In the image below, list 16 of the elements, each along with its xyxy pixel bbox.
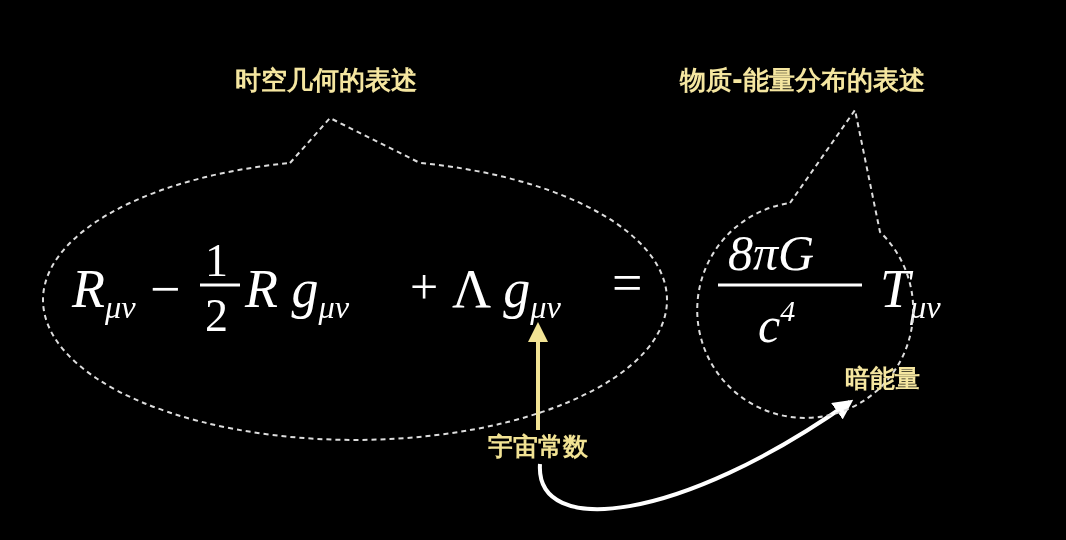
arrow xyxy=(538,399,854,511)
math-term: 1 xyxy=(205,238,228,284)
math-term: R$_{μν}$ xyxy=(72,262,136,324)
math-term: − xyxy=(150,262,181,316)
math-term: 8πG xyxy=(728,228,815,278)
math-term: Λ g$_{μν}$ xyxy=(452,262,582,324)
math-term: = xyxy=(612,256,643,310)
math-term: R g$_{μν}$ xyxy=(245,262,350,324)
math-term: + xyxy=(410,262,439,312)
math-term: c$^{4}$ xyxy=(758,296,796,350)
arrow xyxy=(528,322,548,430)
bubble-heading: 物质-能量分布的表述 xyxy=(680,64,925,97)
math-term: 2 xyxy=(205,293,228,339)
text-label: 暗能量 xyxy=(830,362,935,396)
bubble-heading: 时空几何的表述 xyxy=(235,64,417,97)
text-label: 宇宙常数 xyxy=(468,430,608,464)
